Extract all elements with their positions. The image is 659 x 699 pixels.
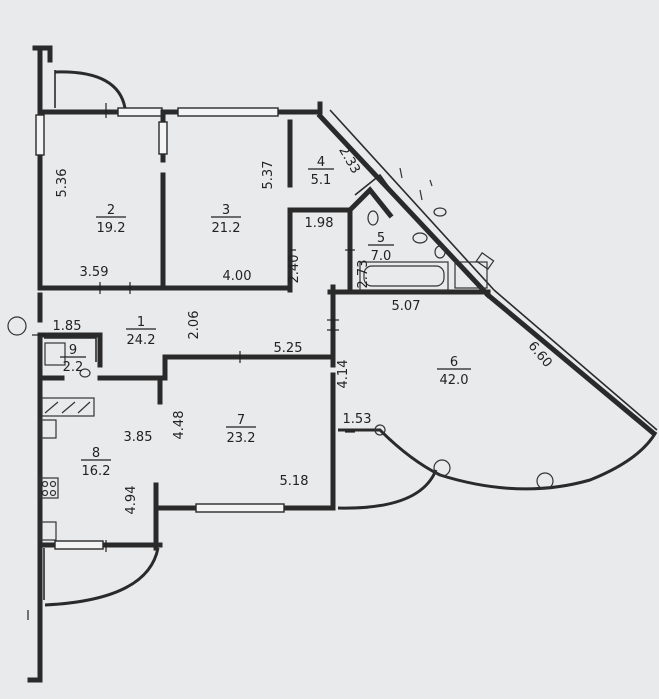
dimension-2-73: 2.73 xyxy=(356,260,371,289)
dimension-4-94: 4.94 xyxy=(124,486,139,515)
room-7-label: 7 23.2 xyxy=(226,413,256,446)
dimension-5-18: 5.18 xyxy=(280,474,309,489)
room-5-number: 5 xyxy=(377,231,385,246)
room-1-area: 24.2 xyxy=(127,333,156,348)
room-1-label: 1 24.2 xyxy=(126,315,156,348)
room-7-number: 7 xyxy=(237,413,245,428)
dimension-1-53: 1.53 xyxy=(343,412,372,427)
fixtures xyxy=(7,167,554,541)
dimension-6-60: 6.60 xyxy=(525,339,555,371)
room-7-area: 23.2 xyxy=(227,431,256,446)
room-3-area: 21.2 xyxy=(212,221,241,236)
room-9-label: 9 2.2 xyxy=(60,343,86,375)
dimension-1-85: 1.85 xyxy=(53,319,82,334)
room-4-label: 4 5.1 xyxy=(308,155,334,188)
dimension-1-98: 1.98 xyxy=(305,216,334,231)
dimension-4-00: 4.00 xyxy=(223,269,252,284)
dimension-3-59: 3.59 xyxy=(80,265,109,280)
walls xyxy=(27,45,658,683)
room-6-area: 42.0 xyxy=(440,373,469,388)
room-3-label: 3 21.2 xyxy=(211,203,241,236)
dimension-5-37: 5.37 xyxy=(261,161,276,190)
room-6-label: 6 42.0 xyxy=(437,355,471,388)
dimension-2-40: 2.40 xyxy=(287,255,302,284)
room-4-area: 5.1 xyxy=(311,173,332,188)
room-1-number: 1 xyxy=(137,315,145,330)
dimension-5-25: 5.25 xyxy=(274,341,303,356)
dimension-3-85: 3.85 xyxy=(124,430,153,445)
room-5-area: 7.0 xyxy=(371,249,392,264)
dimension-ticks xyxy=(27,103,355,620)
room-8-number: 8 xyxy=(92,446,100,461)
dimension-2-06: 2.06 xyxy=(187,311,202,340)
dimension-2-33: 2.33 xyxy=(335,144,362,177)
room-5-label: 5 7.0 xyxy=(368,231,394,264)
room-labels: 2 19.2 3 21.2 4 5.1 5 7.0 1 24.2 xyxy=(60,155,471,479)
room-8-area: 16.2 xyxy=(82,464,111,479)
dimension-5-07: 5.07 xyxy=(392,299,421,314)
room-4-number: 4 xyxy=(317,155,325,170)
room-2-label: 2 19.2 xyxy=(96,203,126,236)
dimension-5-36: 5.36 xyxy=(55,169,70,198)
dimension-4-48: 4.48 xyxy=(172,411,187,440)
room-6-number: 6 xyxy=(450,355,458,370)
room-9-area: 2.2 xyxy=(63,360,84,375)
room-8-label: 8 16.2 xyxy=(81,446,111,479)
room-9-number: 9 xyxy=(69,343,77,358)
room-3-number: 3 xyxy=(222,203,230,218)
dimension-4-14: 4.14 xyxy=(336,360,351,389)
room-2-area: 19.2 xyxy=(97,221,126,236)
room-2-number: 2 xyxy=(107,203,115,218)
